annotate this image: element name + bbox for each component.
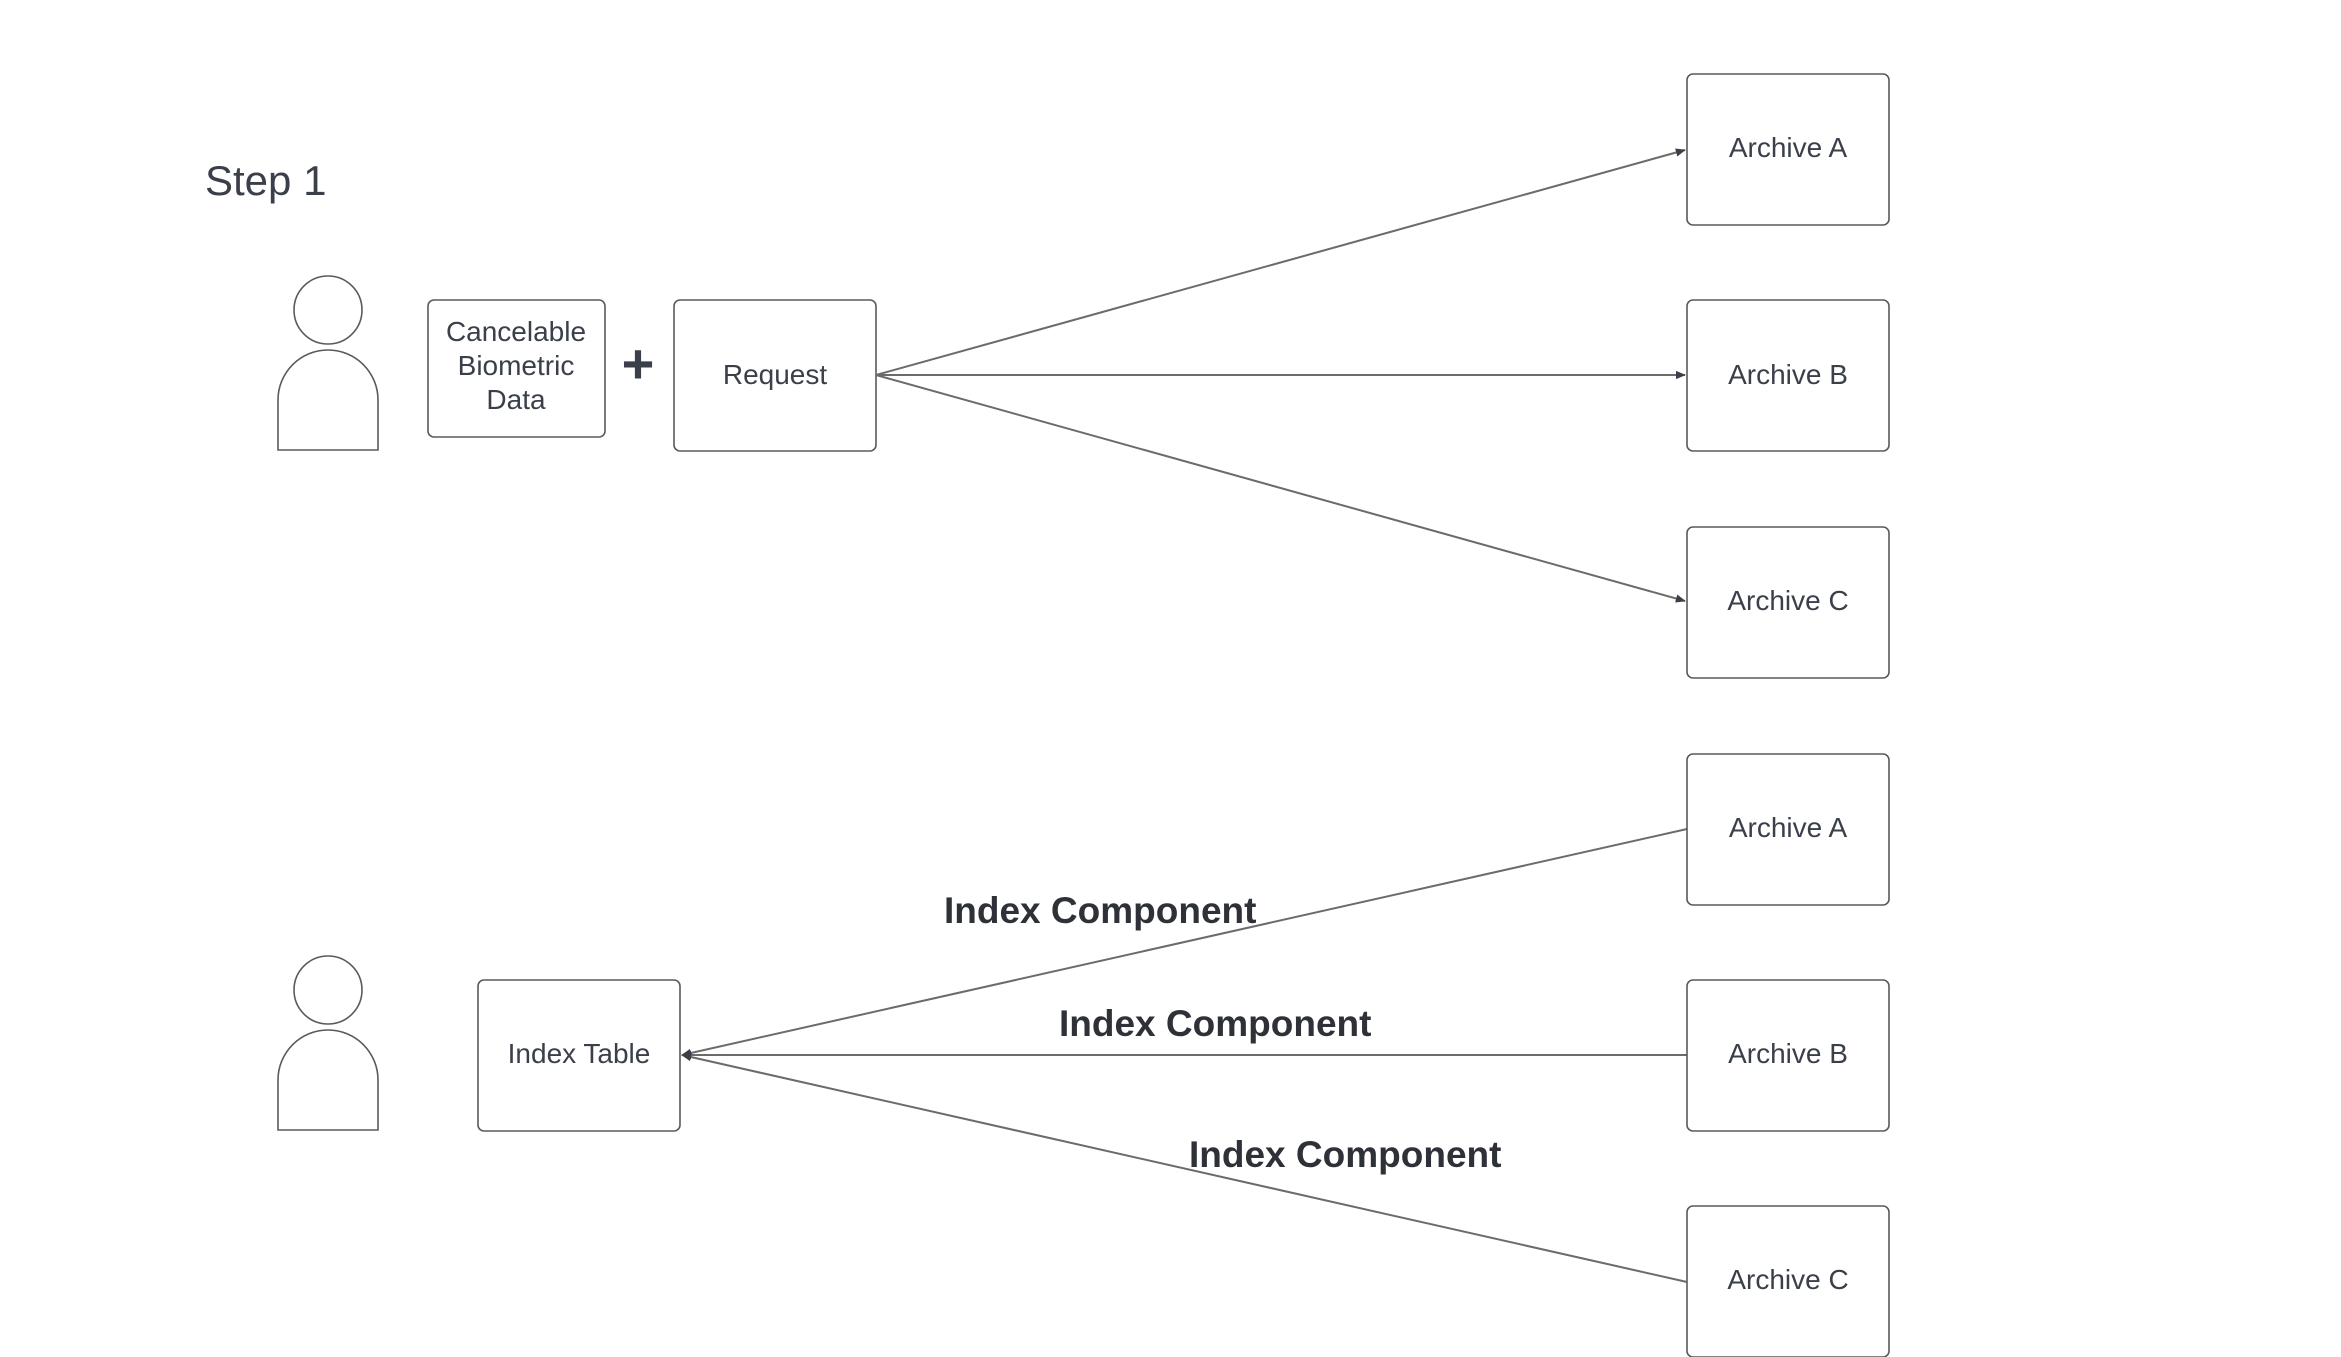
top-archive-c-label: Archive C — [1727, 585, 1848, 616]
top-archive-c-box[interactable]: Archive C — [1686, 526, 1890, 679]
cancelable-line-3: Data — [486, 384, 546, 415]
step-title: Step 1 — [205, 157, 326, 204]
index-table-label: Index Table — [508, 1038, 651, 1069]
bottom-archive-c-label: Archive C — [1727, 1264, 1848, 1295]
edge-request-to-archive-a — [875, 148, 1686, 376]
bottom-archive-a-label: Archive A — [1729, 812, 1848, 843]
top-archive-b-label: Archive B — [1728, 359, 1848, 390]
edge-label-index-component-a: Index Component — [944, 890, 1256, 931]
top-archive-a-box[interactable]: Archive A — [1686, 73, 1890, 226]
request-box[interactable]: Request — [673, 299, 877, 452]
bottom-archive-b-box[interactable]: Archive B — [1686, 979, 1890, 1132]
edge-request-to-archive-c — [875, 374, 1686, 603]
cancelable-line-1: Cancelable — [446, 316, 586, 347]
person-icon — [277, 275, 379, 451]
edge-archive-a-to-index-table — [681, 828, 1688, 1058]
cancelable-biometric-data-box[interactable]: Cancelable Biometric Data — [427, 299, 606, 438]
person-icon — [277, 955, 379, 1131]
edge-archive-c-to-index-table — [681, 1052, 1688, 1283]
edge-label-index-component-c: Index Component — [1189, 1134, 1501, 1175]
request-label: Request — [723, 359, 828, 390]
plus-sign: + — [622, 332, 655, 395]
top-archive-a-label: Archive A — [1729, 132, 1848, 163]
edge-label-index-component-b: Index Component — [1059, 1003, 1371, 1044]
bottom-archive-c-box[interactable]: Archive C — [1686, 1205, 1890, 1357]
bottom-archive-a-box[interactable]: Archive A — [1686, 753, 1890, 906]
index-table-box[interactable]: Index Table — [477, 979, 681, 1132]
top-archive-b-box[interactable]: Archive B — [1686, 299, 1890, 452]
cancelable-line-2: Biometric — [458, 350, 575, 381]
bottom-archive-b-label: Archive B — [1728, 1038, 1848, 1069]
